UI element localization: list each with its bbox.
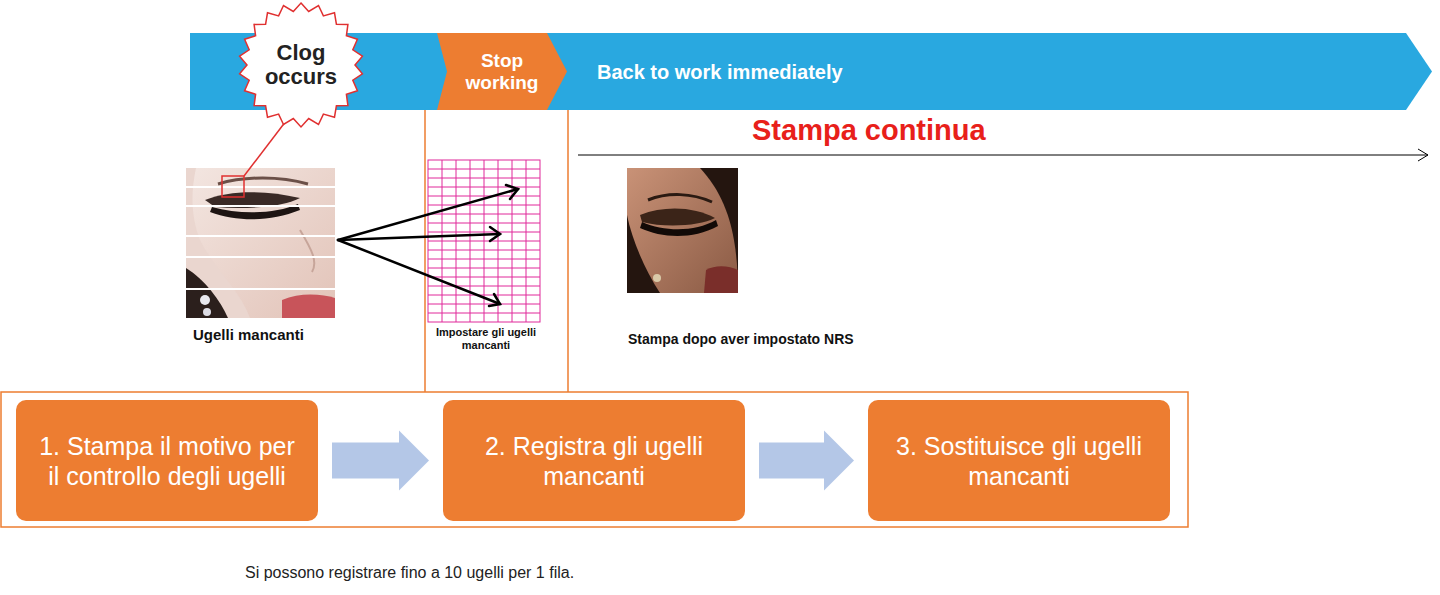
process-box-fill	[16, 400, 318, 521]
process-box: 3. Sostituisce gli ugelli mancanti	[868, 400, 1170, 521]
stop-chevron: Stop working	[437, 33, 567, 110]
timeline-band: Back to work immediately	[190, 33, 1432, 110]
process-box-outline	[16, 400, 318, 521]
bracket-outline	[1, 110, 1188, 527]
process-box: 1. Stampa il motivo per il controllo deg…	[16, 400, 318, 521]
clog-starburst: Clog occurs	[236, 2, 366, 128]
note-text: Si possono registrare fino a 10 ugelli p…	[245, 563, 574, 582]
process-box-fill	[868, 400, 1170, 521]
image-caption: Impostare gli ugelli mancanti	[422, 326, 550, 352]
timeline-band-fill	[190, 33, 1432, 110]
stop-chevron-fill	[437, 33, 567, 110]
process-box-outline	[868, 400, 1170, 521]
process-box-fill	[443, 400, 745, 521]
clogged-print-image	[186, 168, 335, 318]
process-box-text: 2. Registra gli ugelli mancanti	[458, 431, 730, 491]
flow-arrow	[759, 431, 854, 491]
stop-chevron-text: Stop working	[463, 50, 541, 94]
leader-line	[244, 121, 286, 176]
timeline-band-text: Back to work immediately	[597, 60, 843, 84]
pointer-arrows	[338, 185, 518, 306]
process-box: 2. Registra gli ugelli mancanti	[443, 400, 745, 521]
clog-starburst-text: Clog occurs	[251, 41, 351, 89]
process-box-outline	[443, 400, 745, 521]
flow-arrow	[332, 431, 429, 491]
corrected-print-image	[627, 168, 738, 293]
image-caption: Stampa dopo aver impostato NRS	[628, 331, 854, 348]
image-caption: Ugelli mancanti	[193, 326, 304, 344]
status-label: Stampa continua	[752, 113, 986, 148]
process-box-text: 1. Stampa il motivo per il controllo deg…	[31, 431, 303, 491]
process-box-text: 3. Sostituisce gli ugelli mancanti	[883, 431, 1155, 491]
timeline-arrow	[578, 149, 1428, 161]
